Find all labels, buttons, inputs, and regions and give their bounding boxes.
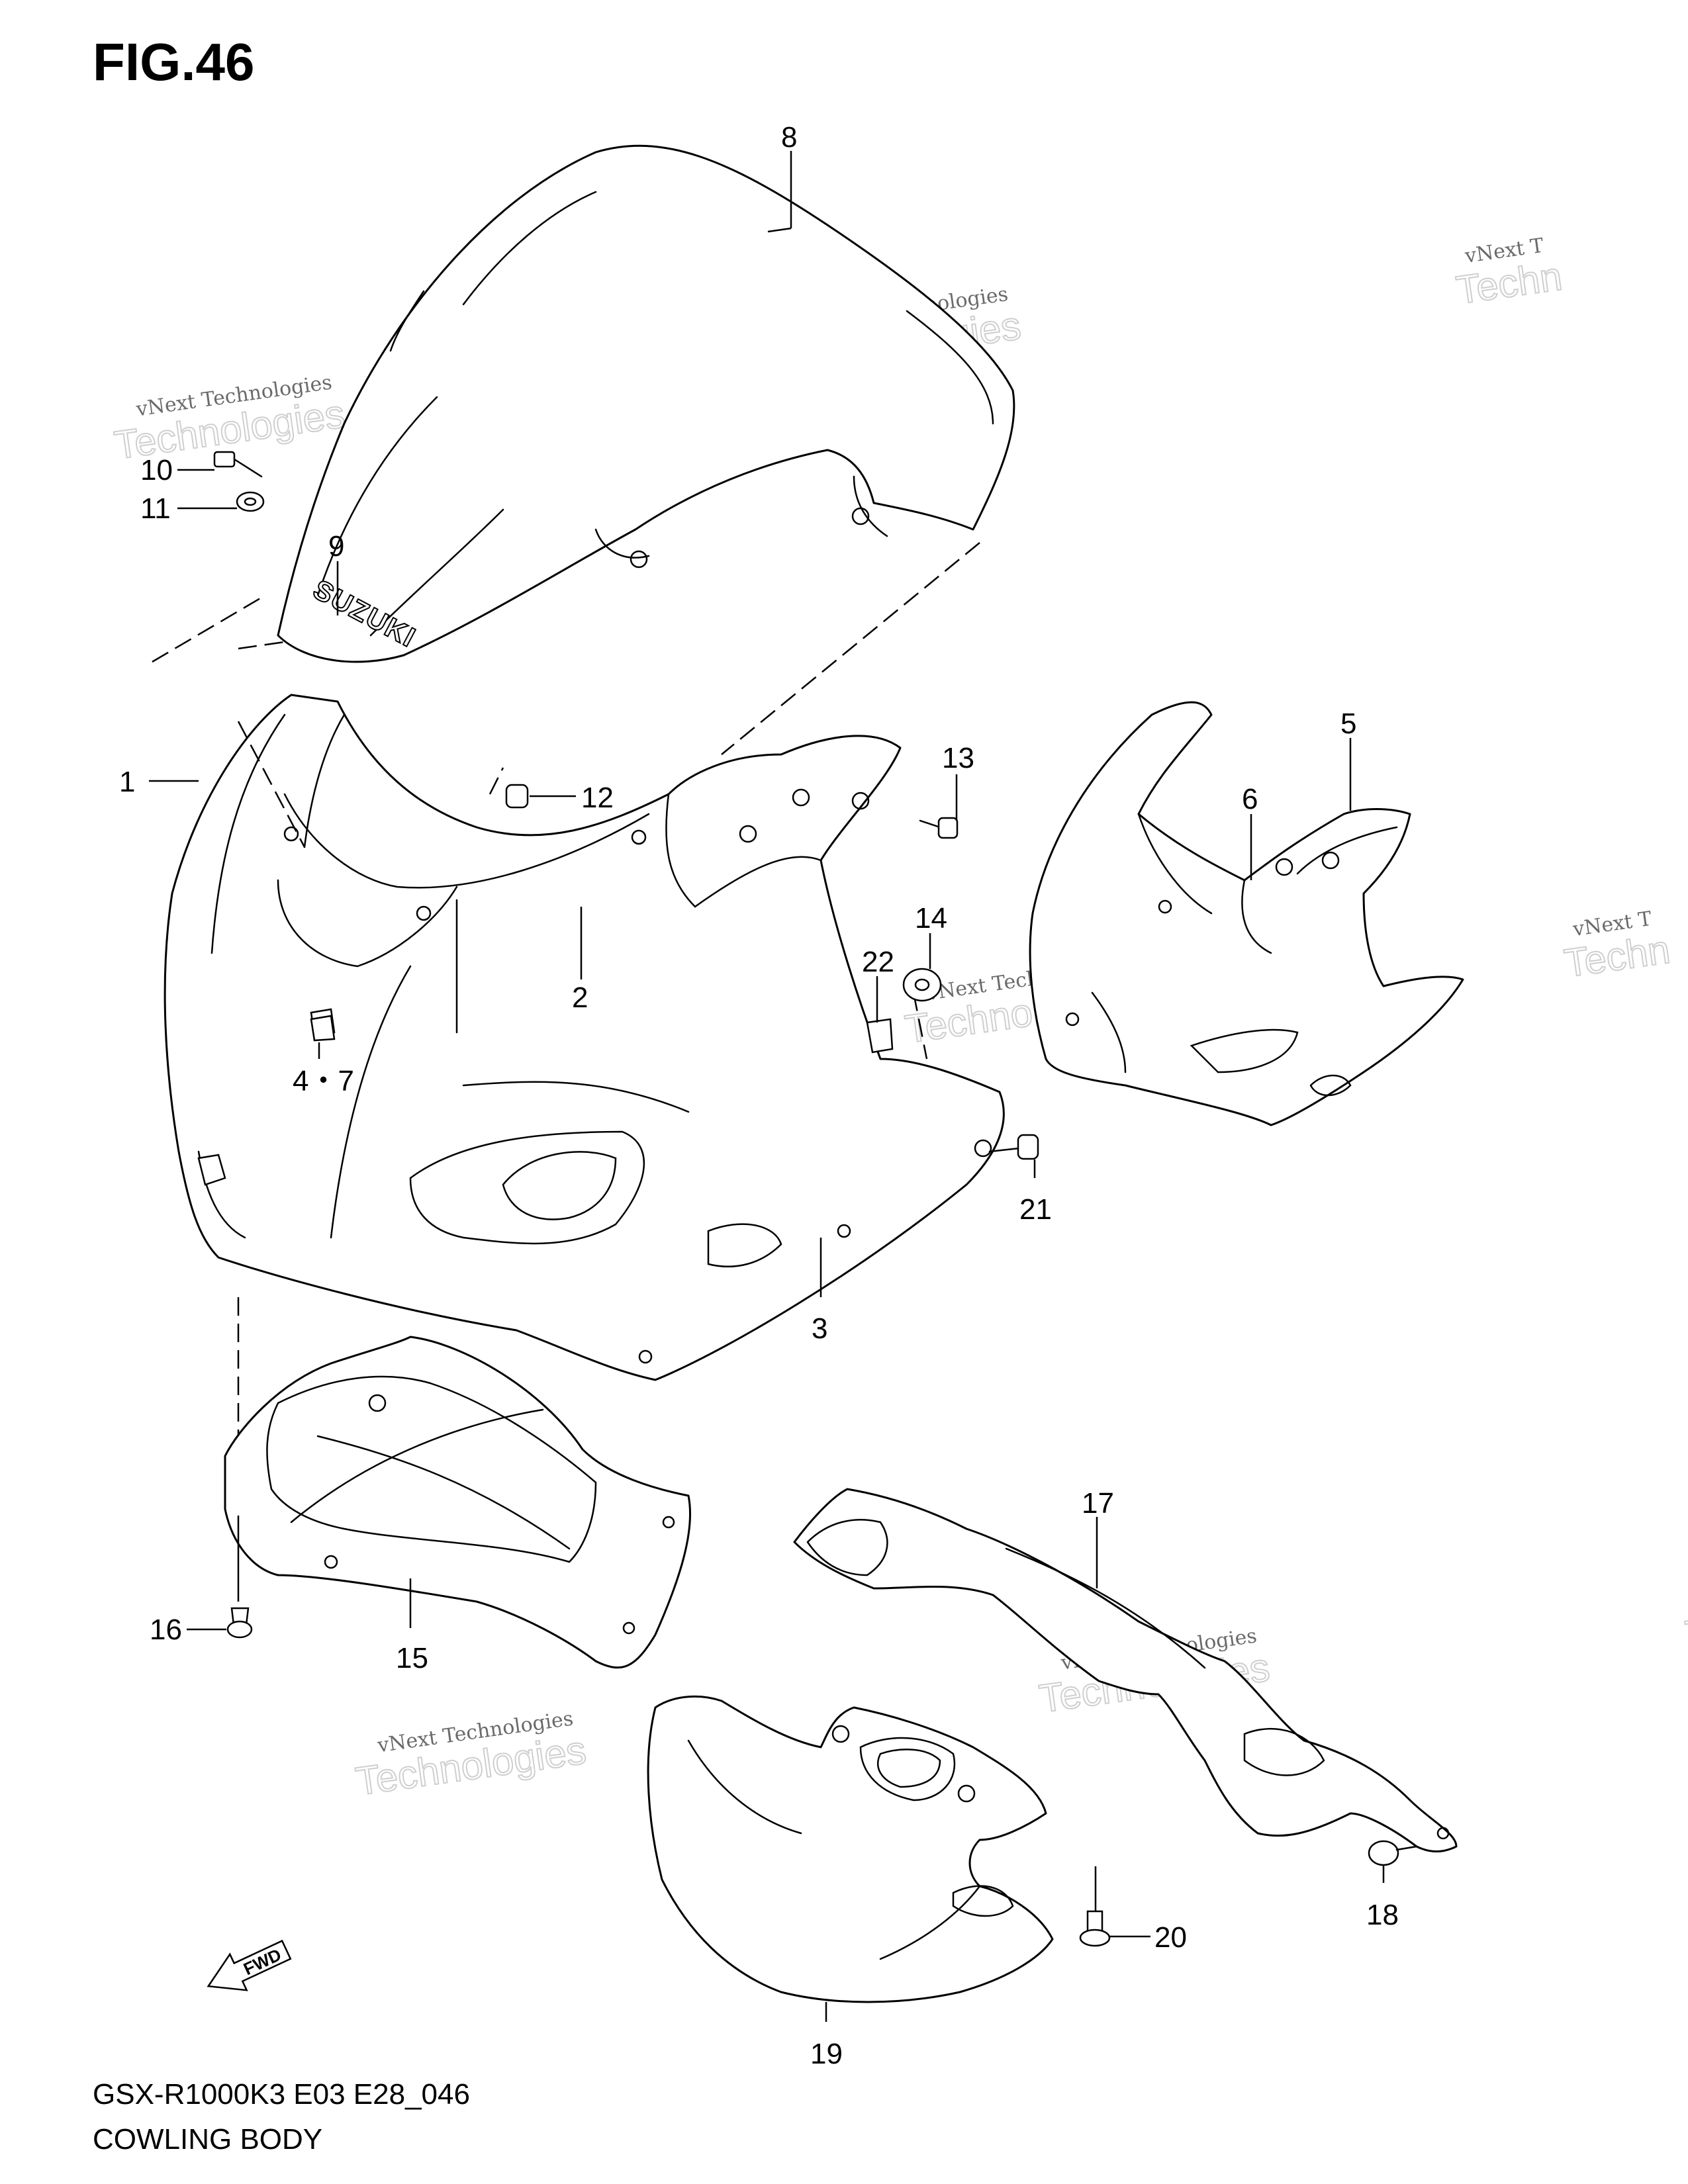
air-duct <box>793 1488 1458 1852</box>
bolt-20 <box>1079 1910 1111 1947</box>
nut-12 <box>505 784 529 809</box>
figure-title: FIG.46 <box>93 32 255 91</box>
clip-22 <box>866 1018 894 1054</box>
model-code: GSX-R1000K3 E03 E28_046 <box>93 2078 470 2111</box>
callout-15: 15 <box>396 1642 428 1674</box>
upper-cowling <box>164 694 1005 1381</box>
figure-name: COWLING BODY <box>93 2123 323 2156</box>
callout-4-7: 4・7 <box>293 1065 354 1097</box>
callout-14: 14 <box>915 902 947 934</box>
callout-2: 2 <box>572 981 588 1014</box>
heat-shield <box>647 1696 1054 2003</box>
clip-4-7 <box>310 1015 336 1042</box>
hardware <box>213 451 1418 1947</box>
callout-10: 10 <box>140 454 173 486</box>
inner-panel <box>1029 701 1464 1126</box>
screw-21 <box>988 1134 1039 1160</box>
grommet-14 <box>902 968 942 1002</box>
callout-22: 22 <box>862 946 894 978</box>
callouts: 8 10 11 9 1 12 13 2 3 4・7 5 6 14 22 21 1… <box>119 121 1399 2070</box>
under-cowling <box>224 1336 691 1669</box>
callout-18: 18 <box>1366 1899 1399 1931</box>
rivet-16 <box>226 1607 253 1639</box>
callout-9: 9 <box>328 530 344 563</box>
callout-3: 3 <box>812 1312 827 1345</box>
callout-20: 20 <box>1154 1921 1187 1954</box>
callout-12: 12 <box>581 782 614 814</box>
guide-lines <box>152 542 980 1516</box>
callout-8: 8 <box>781 121 797 154</box>
leader-lines <box>149 151 1385 2022</box>
callout-16: 16 <box>150 1614 182 1646</box>
screw-18 <box>1368 1840 1418 1866</box>
callout-6: 6 <box>1242 783 1258 815</box>
fwd-arrow: FWD <box>207 1939 292 1991</box>
screw-10 <box>213 451 263 478</box>
callout-11: 11 <box>140 492 171 525</box>
callout-19: 19 <box>810 2038 843 2070</box>
windscreen: SUZUKI <box>277 144 1015 663</box>
washer-11 <box>236 491 265 512</box>
callout-1: 1 <box>119 766 135 798</box>
callout-21: 21 <box>1019 1193 1052 1226</box>
callout-17: 17 <box>1082 1487 1114 1520</box>
watermark-big: Techn <box>1683 1598 1688 1657</box>
callout-5: 5 <box>1340 707 1356 740</box>
callout-13: 13 <box>942 742 974 774</box>
screw-13 <box>919 817 959 839</box>
